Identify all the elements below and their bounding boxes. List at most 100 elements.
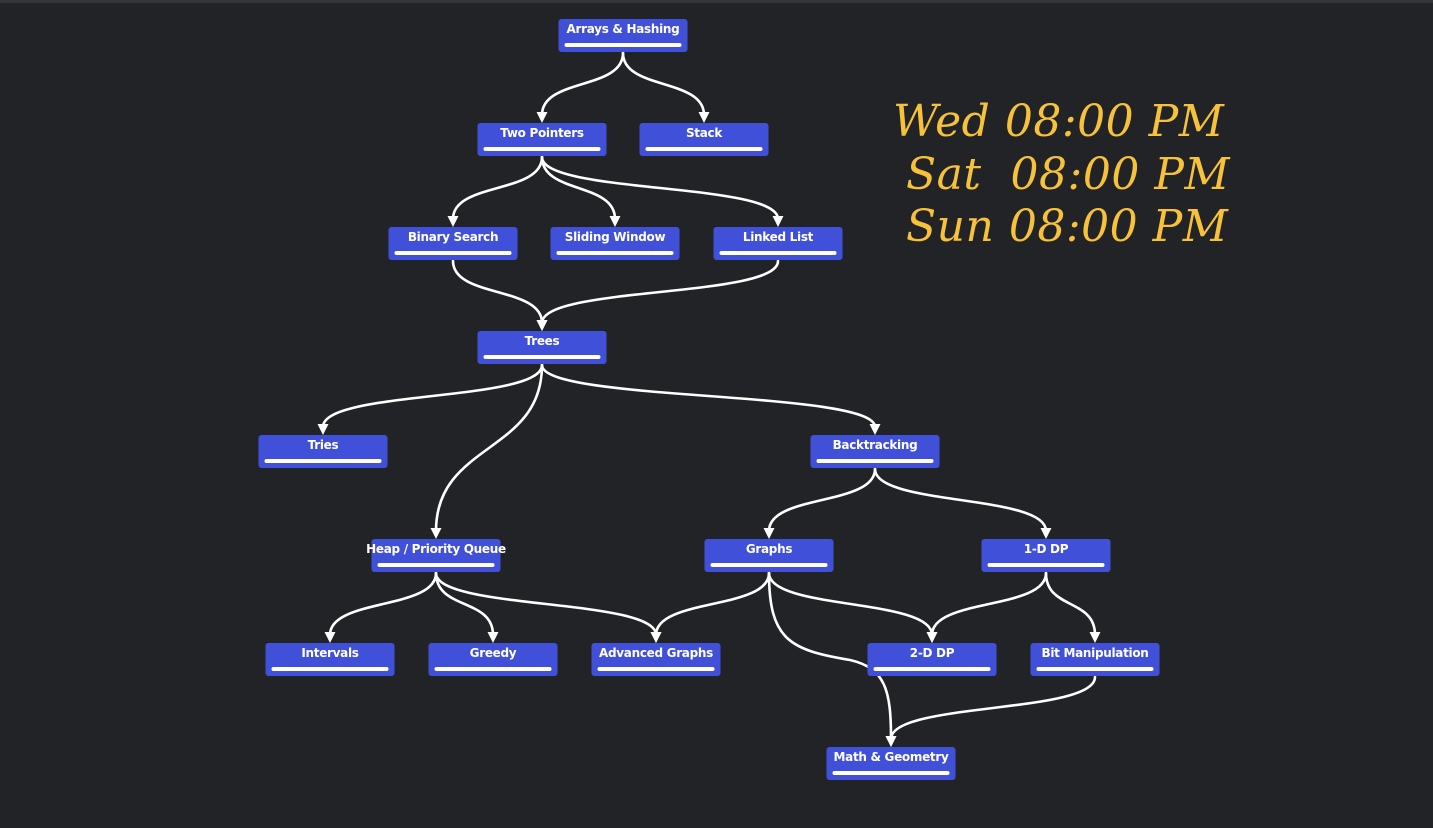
node-linked-list[interactable]: Linked List	[713, 227, 843, 260]
edge-heap-to-greedy	[434, 571, 499, 643]
arrowhead-icon	[536, 112, 548, 123]
node-dp1[interactable]: 1-D DP	[981, 539, 1111, 572]
edge-line	[930, 571, 1048, 637]
arrowhead-icon	[698, 112, 710, 123]
edge-two_pointers-to-binary_search	[447, 155, 544, 227]
edge-line	[451, 155, 544, 221]
node-dp2[interactable]: 2-D DP	[867, 643, 997, 676]
edge-line	[328, 571, 438, 637]
edge-line	[873, 467, 1048, 533]
node-label: Sliding Window	[565, 230, 666, 244]
arrowhead-icon	[1089, 632, 1101, 643]
node-binary-search[interactable]: Binary Search	[388, 227, 518, 260]
node-greedy[interactable]: Greedy	[428, 643, 558, 676]
progress-bar	[832, 771, 950, 775]
edge-trees-to-tries	[317, 363, 544, 435]
edge-line	[434, 571, 495, 637]
node-label: Graphs	[746, 542, 792, 556]
arrowhead-icon	[885, 736, 897, 747]
node-adv-graphs[interactable]: Advanced Graphs	[591, 643, 721, 676]
schedule-entry-2: Sat 08:00 PM	[906, 149, 1230, 200]
edge-bit-to-math	[885, 675, 1097, 747]
node-sliding-window[interactable]: Sliding Window	[550, 227, 680, 260]
progress-bar	[645, 147, 763, 151]
edge-binary_search-to-trees	[451, 259, 548, 331]
arrowhead-icon	[324, 632, 336, 643]
edges-layer	[317, 51, 1101, 747]
node-tries[interactable]: Tries	[258, 435, 388, 468]
progress-bar	[597, 667, 715, 671]
edge-dp1-to-dp2	[926, 571, 1048, 643]
progress-bar	[556, 251, 674, 255]
node-heap[interactable]: Heap / Priority Queue	[366, 539, 506, 572]
edge-line	[434, 363, 544, 533]
arrowhead-icon	[487, 632, 499, 643]
edge-line	[621, 51, 706, 117]
progress-bar	[719, 251, 837, 255]
node-bit[interactable]: Bit Manipulation	[1030, 643, 1160, 676]
edge-heap-to-adv_graphs	[434, 571, 662, 643]
arrowhead-icon	[650, 632, 662, 643]
edge-heap-to-intervals	[324, 571, 438, 643]
arrowhead-icon	[536, 320, 548, 331]
edge-two_pointers-to-sliding_window	[540, 155, 621, 227]
node-arrays[interactable]: Arrays & Hashing	[558, 19, 688, 52]
node-math[interactable]: Math & Geometry	[826, 747, 956, 780]
arrowhead-icon	[447, 216, 459, 227]
schedule-day: Sat	[906, 149, 982, 200]
progress-bar	[1036, 667, 1154, 671]
node-label: 2-D DP	[910, 646, 955, 660]
edge-backtracking-to-graphs	[763, 467, 877, 539]
schedule-entry-3: Sun 08:00 PM	[906, 201, 1228, 252]
node-label: Stack	[686, 126, 723, 140]
edge-line	[767, 467, 877, 533]
edge-dp1-to-bit	[1044, 571, 1101, 643]
node-label: Math & Geometry	[834, 750, 949, 764]
progress-bar	[264, 459, 382, 463]
schedule-time: 08:00 PM	[1008, 201, 1229, 252]
arrowhead-icon	[317, 424, 329, 435]
arrowhead-icon	[869, 424, 881, 435]
edge-line	[1044, 571, 1097, 637]
node-label: Bit Manipulation	[1041, 646, 1148, 660]
node-label: Binary Search	[408, 230, 498, 244]
edge-trees-to-heap	[430, 363, 544, 539]
edge-linked_list-to-trees	[536, 259, 780, 331]
node-label: Heap / Priority Queue	[366, 542, 506, 556]
edge-line	[767, 571, 934, 637]
edge-line	[540, 155, 780, 221]
progress-bar	[710, 563, 828, 567]
edge-graphs-to-dp2	[767, 571, 938, 643]
node-label: Intervals	[301, 646, 358, 660]
edge-line	[889, 675, 1097, 741]
schedule-entry-1: Wed 08:00 PM	[893, 96, 1224, 147]
node-label: 1-D DP	[1024, 542, 1069, 556]
edge-line	[654, 571, 771, 637]
edge-line	[767, 571, 893, 740]
progress-bar	[873, 667, 991, 671]
node-intervals[interactable]: Intervals	[265, 643, 395, 676]
edge-line	[540, 363, 877, 429]
arrowhead-icon	[763, 528, 775, 539]
edge-two_pointers-to-linked_list	[540, 155, 784, 227]
node-label: Trees	[525, 334, 560, 348]
node-backtracking[interactable]: Backtracking	[810, 435, 940, 468]
edge-line	[540, 259, 780, 325]
node-stack[interactable]: Stack	[639, 123, 769, 156]
progress-bar	[377, 563, 495, 567]
node-trees[interactable]: Trees	[477, 331, 607, 364]
node-graphs[interactable]: Graphs	[704, 539, 834, 572]
progress-bar	[483, 355, 601, 359]
node-label: Linked List	[743, 230, 814, 244]
edge-graphs-to-adv_graphs	[650, 571, 771, 643]
progress-bar	[483, 147, 601, 151]
edge-trees-to-backtracking	[540, 363, 881, 435]
node-label: Arrays & Hashing	[567, 22, 680, 36]
arrowhead-icon	[926, 632, 938, 643]
progress-bar	[271, 667, 389, 671]
edge-line	[451, 259, 544, 325]
node-two-pointers[interactable]: Two Pointers	[477, 123, 607, 156]
edge-arrays-to-two_pointers	[536, 51, 625, 123]
progress-bar	[564, 43, 682, 47]
